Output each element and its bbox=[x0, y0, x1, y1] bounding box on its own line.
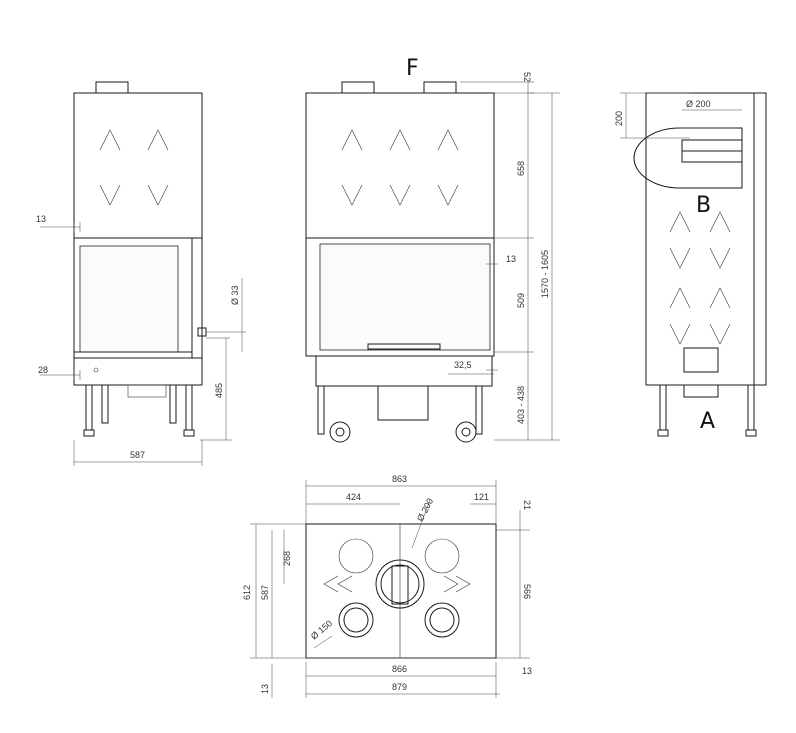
top-arrows bbox=[323, 575, 471, 593]
right-access-panel bbox=[683, 347, 719, 373]
top-dim-150-diameter: Ø 150 bbox=[309, 618, 334, 641]
front-glass-door bbox=[319, 243, 491, 351]
front-wheels bbox=[329, 421, 477, 443]
right-dim-200-diameter: Ø 200 bbox=[686, 99, 711, 109]
label-b: B bbox=[696, 193, 711, 218]
left-base bbox=[73, 357, 203, 386]
right-duct-b bbox=[633, 127, 743, 189]
right-dim-200-vertical: 200 bbox=[614, 111, 624, 126]
top-dim-587: 587 bbox=[260, 585, 270, 600]
right-body-arrows bbox=[669, 211, 731, 345]
left-dim-485: 485 bbox=[214, 383, 224, 398]
top-dim-121: 121 bbox=[474, 492, 489, 502]
top-dim-866: 866 bbox=[392, 664, 407, 674]
front-dim-32-5: 32,5 bbox=[454, 360, 472, 370]
front-dimensions bbox=[448, 81, 560, 441]
left-hood-arrows bbox=[99, 129, 169, 206]
top-dim-424: 424 bbox=[346, 492, 361, 502]
front-dim-52: 52 bbox=[522, 72, 532, 82]
top-inlet-circles bbox=[338, 538, 460, 574]
right-dimensions bbox=[620, 92, 742, 139]
left-dim-13: 13 bbox=[36, 214, 46, 224]
front-flue-collar-right bbox=[423, 81, 457, 94]
front-dim-509: 509 bbox=[516, 293, 526, 308]
top-dim-21: 21 bbox=[522, 500, 532, 510]
top-outlet-150 bbox=[338, 602, 460, 638]
front-dim-658: 658 bbox=[516, 161, 526, 176]
top-dimensions bbox=[250, 480, 530, 698]
label-a: A bbox=[700, 409, 715, 434]
left-side-view: 13 Ø 33 28 485 587 bbox=[36, 81, 246, 466]
top-dim-13-left: 13 bbox=[260, 684, 270, 694]
right-side-view: B A 200 Ø 200 bbox=[614, 92, 767, 437]
left-dim-28: 28 bbox=[38, 365, 48, 375]
left-legs bbox=[83, 384, 195, 437]
front-dim-1570-1605: 1570 - 1605 bbox=[540, 250, 550, 298]
top-dim-612: 612 bbox=[242, 585, 252, 600]
left-flue-collar bbox=[95, 81, 129, 94]
right-base-box bbox=[683, 384, 719, 398]
left-side-panel bbox=[191, 237, 203, 359]
top-dim-566: 566 bbox=[522, 584, 532, 599]
left-dim-587: 587 bbox=[130, 450, 145, 460]
front-hood-arrows bbox=[341, 129, 459, 206]
front-ash-box bbox=[377, 385, 429, 421]
top-dim-863: 863 bbox=[392, 474, 407, 484]
front-view: F bbox=[305, 56, 560, 443]
right-legs bbox=[657, 384, 757, 437]
left-dimensions bbox=[40, 222, 246, 466]
right-body bbox=[645, 92, 755, 386]
front-legs bbox=[317, 385, 483, 435]
top-dim-13-right: 13 bbox=[522, 666, 532, 676]
top-view: 863 424 121 21 Ø 200 268 612 587 566 Ø 1… bbox=[242, 474, 532, 698]
left-hood bbox=[73, 92, 203, 239]
front-flue-collar-left bbox=[341, 81, 375, 94]
front-hood bbox=[305, 92, 495, 239]
left-base-plate bbox=[127, 384, 167, 398]
top-dim-268: 268 bbox=[282, 551, 292, 566]
front-dim-13: 13 bbox=[506, 254, 516, 264]
front-door-handle bbox=[367, 343, 441, 350]
top-body bbox=[305, 523, 497, 659]
front-dim-403-438: 403 - 438 bbox=[516, 386, 526, 424]
left-glass-door bbox=[79, 245, 179, 353]
top-outlet-200 bbox=[375, 559, 425, 609]
right-rear-panel bbox=[753, 92, 767, 386]
label-f: F bbox=[406, 56, 419, 81]
top-dim-200-diameter: Ø 200 bbox=[415, 497, 435, 523]
top-dim-879: 879 bbox=[392, 682, 407, 692]
left-dim-33: Ø 33 bbox=[230, 285, 240, 305]
